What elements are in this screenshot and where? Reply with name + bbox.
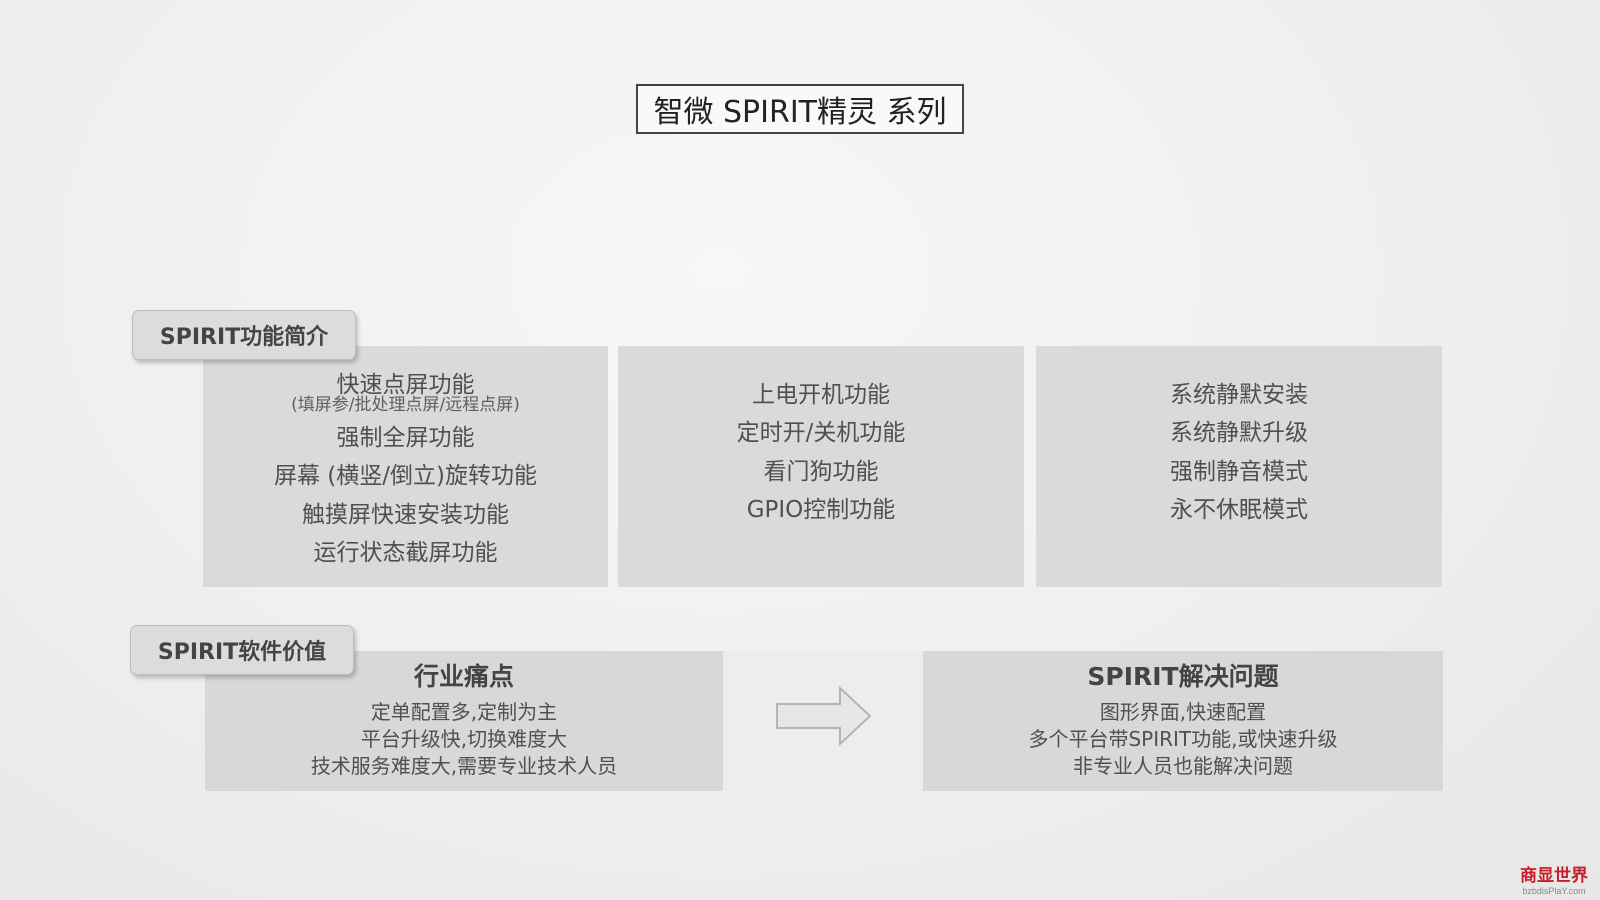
feature-item: 系统静默安装 (1170, 381, 1308, 408)
pain-point-line: 技术服务难度大,需要专业技术人员 (310, 754, 618, 778)
feature-item: 永不休眠模式 (1170, 497, 1308, 523)
feature-item: 触摸屏快速安装功能 (302, 501, 509, 528)
pain-point-line: 定单配置多,定制为主 (370, 700, 558, 724)
watermark-logo-text: 商显世界 (1520, 866, 1588, 886)
solution-line: 非专业人员也能解决问题 (1073, 754, 1293, 778)
feature-item: 强制静音模式 (1170, 458, 1308, 485)
feature-item: GPIO控制功能 (746, 497, 896, 523)
feature-panel-display: 快速点屏功能 (填屏参/批处理点屏/远程点屏) 强制全屏功能 屏幕 (横竖/倒立… (203, 346, 608, 587)
solutions-heading: SPIRIT解决问题 (1087, 662, 1279, 691)
feature-item: 屏幕 (横竖/倒立)旋转功能 (273, 463, 537, 490)
feature-item: 上电开机功能 (752, 381, 890, 408)
watermark-url: bzbdisPlaY.com (1522, 886, 1586, 896)
feature-panel-power: 上电开机功能 定时开/关机功能 看门狗功能 GPIO控制功能 (618, 346, 1024, 587)
right-arrow-icon (776, 686, 872, 746)
pain-point-line: 平台升级快,切换难度大 (360, 727, 568, 751)
feature-item: 快速点屏功能 (336, 372, 475, 399)
pain-points-heading: 行业痛点 (413, 662, 514, 691)
section-tab-value: SPIRIT软件价值 (130, 625, 354, 675)
feature-item: 系统静默升级 (1170, 420, 1308, 446)
solution-line: 多个平台带SPIRIT功能,或快速升级 (1028, 727, 1338, 751)
feature-item: 强制全屏功能 (336, 424, 475, 451)
section-tab-features: SPIRIT功能简介 (132, 310, 356, 360)
feature-item: 定时开/关机功能 (736, 420, 906, 446)
feature-panel-system: 系统静默安装 系统静默升级 强制静音模式 永不休眠模式 (1036, 346, 1442, 587)
page-title: 智微 SPIRIT精灵 系列 (636, 84, 964, 134)
solution-line: 图形界面,快速配置 (1099, 700, 1267, 724)
feature-sub-note: (填屏参/批处理点屏/远程点屏) (291, 394, 520, 415)
feature-item: 看门狗功能 (763, 458, 879, 485)
watermark-logo: 商显世界 bzbdisPlaY.com (1514, 866, 1594, 897)
feature-item: 运行状态截屏功能 (313, 540, 498, 567)
solutions-panel: SPIRIT解决问题 图形界面,快速配置 多个平台带SPIRIT功能,或快速升级… (923, 651, 1443, 791)
